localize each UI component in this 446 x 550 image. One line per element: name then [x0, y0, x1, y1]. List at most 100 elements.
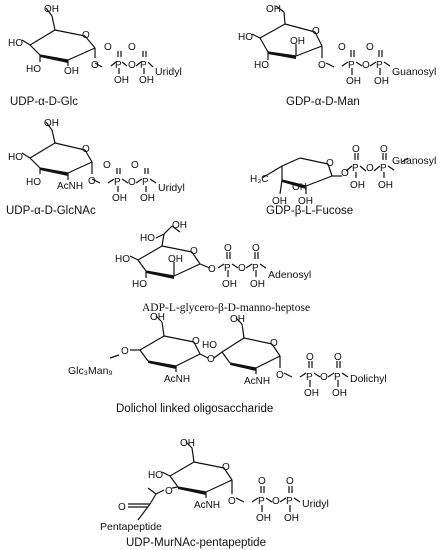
udp-glcnac-o2: O [103, 160, 111, 171]
dol-p1: P [306, 372, 313, 383]
adp-hep-p2-oh: OH [250, 279, 265, 290]
udp-glc-o2: O [104, 42, 112, 53]
udp-glc-ho-2: HO [26, 64, 41, 75]
caption-gdp-man: GDP-α-D-Man [286, 96, 360, 108]
udp-glc-o3: O [128, 60, 136, 71]
gdp-man-p2-oh: OH [374, 76, 389, 87]
udp-glcnac-o3: O [128, 177, 136, 188]
caption-adp-heptose: ADP-L-glycero-β-D-manno-heptose [142, 302, 310, 314]
dol-glc3man9: Glc₃Man₉ [68, 365, 113, 377]
mur-o1: O [228, 496, 236, 507]
udp-glc-p2: P [140, 60, 147, 71]
gdp-fuc-p2-oh: OH [378, 180, 393, 191]
udp-glc-oh-lower: OH [64, 66, 79, 77]
dol-ho-ring2: HO [202, 340, 217, 351]
dol-oh-2: OH [230, 314, 245, 325]
gdp-fuc-o2: O [352, 144, 360, 155]
udp-glcnac-terminal: Uridyl [158, 182, 185, 194]
mur-acnh: AcNH [194, 500, 220, 511]
gdp-man-ho-1: HO [238, 32, 253, 43]
gdp-fuc-oh-3: OH [292, 182, 307, 193]
udp-glc-ring-o: O [82, 30, 90, 41]
udp-glc-o1: O [91, 60, 99, 71]
structure-adp-heptose: OH HO O HO HO OH O O P O P O OH OH Adeno… [115, 220, 311, 314]
mur-p1: P [258, 496, 265, 507]
dol-o-glyc: O [207, 354, 215, 365]
mur-carbonyl-o: O [118, 502, 126, 513]
udp-glcnac-ho-1: HO [8, 152, 23, 163]
udp-glcnac-acnh: AcNH [57, 181, 83, 192]
dol-p1-oh: OH [304, 388, 319, 399]
gdp-man-o3: O [362, 60, 370, 71]
udp-glcnac-p1-oh: OH [112, 193, 127, 204]
adp-hep-p2: P [252, 263, 259, 274]
gdp-man-ring-o: O [312, 26, 320, 37]
caption-dolichol: Dolichol linked oligosaccharide [116, 403, 273, 415]
gdp-fuc-p2: P [380, 163, 387, 174]
gdp-man-oh-axial: OH [290, 36, 305, 47]
adp-hep-ho-2: HO [132, 279, 147, 290]
adp-hep-o2: O [224, 243, 232, 254]
mur-terminal: Uridyl [302, 498, 329, 510]
gdp-man-p2: P [376, 60, 383, 71]
udp-glcnac-ring-o: O [82, 144, 90, 155]
dol-o3: O [320, 372, 328, 383]
adp-hep-p1: P [224, 263, 231, 274]
dol-o-ring1: O [192, 336, 200, 347]
udp-glcnac-ho-2: HO [26, 177, 41, 188]
udp-glcnac-p2-oh: OH [140, 193, 155, 204]
gdp-man-ho-2: HO [254, 60, 269, 71]
adp-hep-ring-o: O [190, 246, 198, 257]
dol-o2: O [306, 352, 314, 363]
gdp-man-top-oh: OH [266, 4, 281, 15]
udp-glc-p1-oh: OH [114, 75, 129, 86]
udp-glc-o4: O [128, 42, 136, 53]
mur-p1-oh: OH [256, 513, 271, 524]
adp-hep-oh: OH [168, 254, 183, 265]
mur-p2: P [286, 496, 293, 507]
adp-hep-top-oh: OH [172, 220, 187, 231]
gdp-fuc-p1: P [352, 163, 359, 174]
structure-gdp-man: OH OH O HO HO O O P O P O OH OH Guanosyl… [238, 4, 436, 108]
gdp-fuc-oh-2: OH [298, 196, 313, 207]
udp-glcnac-o1: O [88, 176, 96, 187]
udp-glcnac-p2: P [142, 177, 149, 188]
adp-hep-o3: O [238, 263, 246, 274]
dol-terminal: Dolichyl [350, 373, 387, 385]
mur-ring-o: O [222, 462, 230, 473]
gdp-fuc-o3: O [366, 163, 374, 174]
dol-p2: P [334, 372, 341, 383]
dol-p2-oh: OH [332, 388, 347, 399]
udp-glcnac-o4: O [131, 160, 139, 171]
dol-o-ring2: O [270, 338, 278, 349]
caption-udp-glc: UDP-α-D-Glc [10, 96, 78, 108]
mur-p2-oh: OH [284, 513, 299, 524]
gdp-fuc-terminal: Guanosyl [392, 155, 436, 167]
gdp-man-p1-oh: OH [346, 76, 361, 87]
gdp-man-o4: O [366, 42, 374, 53]
gdp-fuc-methyl: H₃C [250, 174, 269, 185]
dol-o1: O [276, 370, 284, 381]
dol-acnh-1: AcNH [164, 374, 190, 385]
gdp-man-o2: O [338, 42, 346, 53]
adp-hep-o4: O [252, 243, 260, 254]
udp-glcnac-p1: P [114, 177, 121, 188]
gdp-fuc-o4: O [380, 144, 388, 155]
mur-ether-o: O [165, 486, 173, 497]
caption-udp-murnac: UDP-MurNAc-pentapeptide [126, 537, 266, 549]
structure-gdp-fucose: H₃C O OH OH OH O O P O P O OH OH Guanosy… [250, 144, 436, 217]
udp-glc-p2-oh: OH [139, 75, 154, 86]
dol-oh-1: OH [150, 312, 165, 323]
gdp-man-terminal: Guanosyl [392, 66, 436, 78]
dol-acnh-2: AcNH [244, 376, 270, 387]
adp-hep-ho-1: HO [115, 254, 130, 265]
gdp-fuc-p1-oh: OH [350, 180, 365, 191]
udp-glcnac-top-oh: OH [44, 118, 59, 129]
gdp-man-o1: O [318, 60, 326, 71]
udp-glc-ho-1: HO [8, 38, 23, 49]
udp-glc-terminal: Uridyl [155, 66, 182, 78]
mur-o4: O [286, 476, 294, 487]
structure-udp-murnac: OH O HO AcNH O O Pentapeptide O O P O P … [100, 438, 329, 549]
gdp-fuc-ring-o: O [326, 158, 334, 169]
